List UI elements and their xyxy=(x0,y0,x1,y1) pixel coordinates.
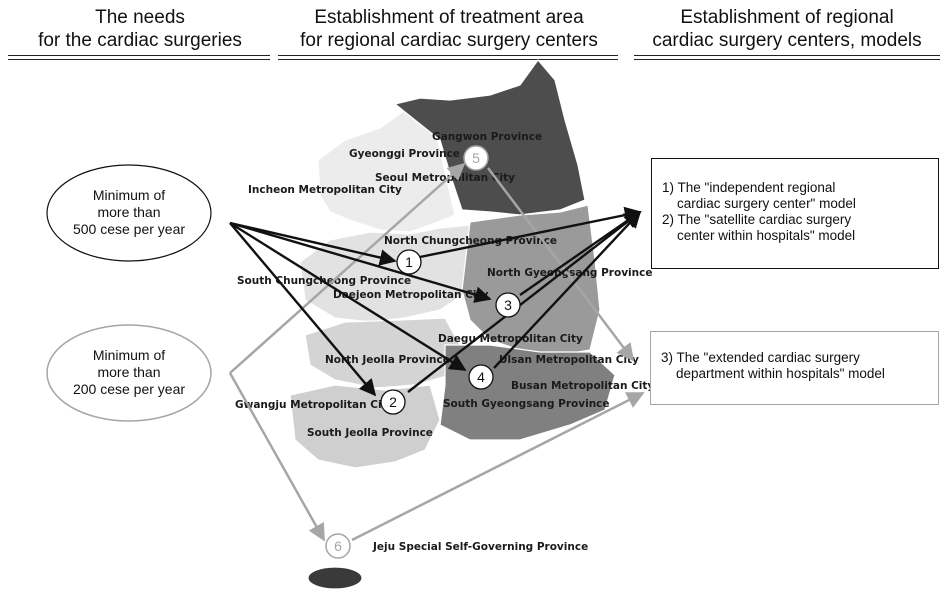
label-daegu: Daegu Metropolitan City xyxy=(438,333,583,345)
arrow-500-to-1 xyxy=(229,221,397,266)
model-box-1: 1) The "independent regional cardiac sur… xyxy=(651,158,939,269)
arrow-200-to-5 xyxy=(229,162,466,374)
model-2-line1: 2) The "satellite cardiac surgery xyxy=(662,212,852,227)
label-jeju: Jeju Special Self-Governing Province xyxy=(372,541,588,553)
need-500-line2: more than xyxy=(97,204,161,220)
need-500-ellipse xyxy=(46,164,212,262)
label-south-gyeongsang: South Gyeongsang Province xyxy=(443,398,610,410)
area-marker-6: 6 xyxy=(325,533,351,559)
header-needs-rule xyxy=(8,55,270,60)
label-north-chungcheong: North Chungcheong Province xyxy=(384,235,557,247)
model-2-line2: center within hospitals" model xyxy=(662,228,856,243)
header-models-line1: Establishment of regional xyxy=(680,7,894,28)
model-1-line2: cardiac surgery center" model xyxy=(662,196,856,211)
area-marker-3: 3 xyxy=(495,292,521,318)
header-models-line2: cardiac surgery centers, models xyxy=(652,30,922,51)
map-labels: Gangwon Province Gyeonggi Province Seoul… xyxy=(235,131,654,553)
arrow-1-to-model1 xyxy=(419,206,642,259)
label-ulsan: Ulsan Metropolitan City xyxy=(499,354,639,366)
label-south-jeolla: South Jeolla Province xyxy=(307,427,433,439)
arrow-5-to-model3 xyxy=(487,167,635,362)
header-treatment-area-line1: Establishment of treatment area xyxy=(314,7,584,28)
area-number-4: 4 xyxy=(477,369,485,385)
label-north-jeolla: North Jeolla Province xyxy=(325,354,450,366)
label-incheon: Incheon Metropolitan City xyxy=(248,184,402,196)
area-marker-1: 1 xyxy=(396,249,422,275)
need-500-line1: Minimum of xyxy=(92,187,166,203)
arrow-2-to-model1 xyxy=(407,210,642,393)
model-3-line2: department within hospitals" model xyxy=(661,366,885,381)
need-500-text: Minimum of more than 500 cese per year xyxy=(47,187,211,238)
area-marker-5: 5 xyxy=(463,145,489,171)
area-marker-4: 4 xyxy=(468,364,494,390)
label-busan: Busan Metropolitan City xyxy=(511,380,654,392)
region-jeju xyxy=(307,566,363,590)
need-200-ellipse xyxy=(46,324,212,422)
region-gangwon xyxy=(393,59,586,216)
area-number-2: 2 xyxy=(389,394,397,410)
header-models: Establishment of regional cardiac surger… xyxy=(632,6,942,52)
arrow-500-to-2 xyxy=(229,222,377,397)
label-seoul: Seoul Metropolitan City xyxy=(375,172,515,184)
label-gyeonggi: Gyeonggi Province xyxy=(349,148,460,160)
need-200-text: Minimum of more than 200 cese per year xyxy=(47,347,211,398)
header-treatment-area-rule xyxy=(278,55,618,60)
area-marker-2: 2 xyxy=(380,389,406,415)
header-treatment-area: Establishment of treatment area for regi… xyxy=(274,6,624,52)
header-needs: The needs for the cardiac surgeries xyxy=(8,6,272,52)
arrow-500-to-3 xyxy=(229,221,492,303)
label-north-gyeongsang: North Gyeongsang Province xyxy=(487,267,652,279)
area-number-3: 3 xyxy=(504,297,512,313)
arrow-200-to-6 xyxy=(228,372,326,542)
model-box-2: 3) The "extended cardiac surgery departm… xyxy=(650,331,939,405)
gray-arrows xyxy=(228,162,645,542)
need-200-line1: Minimum of xyxy=(92,347,166,363)
area-number-6: 6 xyxy=(334,538,342,554)
label-gwangju: Gwangju Metropolitan City xyxy=(235,399,394,411)
header-treatment-area-line2: for regional cardiac surgery centers xyxy=(300,30,598,51)
area-markers: 1 2 3 4 5 6 xyxy=(325,145,521,559)
model-1-line1: 1) The "independent regional xyxy=(662,180,836,195)
label-daejeon: Daejeon Metropolitan City xyxy=(333,289,488,301)
need-500-line3: 500 cese per year xyxy=(72,221,186,237)
arrow-4-to-model1 xyxy=(493,210,642,369)
header-needs-line2: for the cardiac surgeries xyxy=(38,30,242,51)
arrow-3-to-model1 xyxy=(519,211,642,296)
arrow-6-to-model3 xyxy=(351,391,645,542)
area-number-5: 5 xyxy=(472,150,480,166)
model-3-line1: 3) The "extended cardiac surgery xyxy=(661,350,860,365)
need-200-line3: 200 cese per year xyxy=(72,381,186,397)
header-needs-line1: The needs xyxy=(95,7,185,28)
black-arrows xyxy=(229,206,642,397)
arrow-500-to-4 xyxy=(229,221,467,372)
need-200-line2: more than xyxy=(97,364,161,380)
header-models-rule xyxy=(634,55,940,60)
area-number-1: 1 xyxy=(405,254,413,270)
label-gangwon: Gangwon Province xyxy=(432,131,542,143)
